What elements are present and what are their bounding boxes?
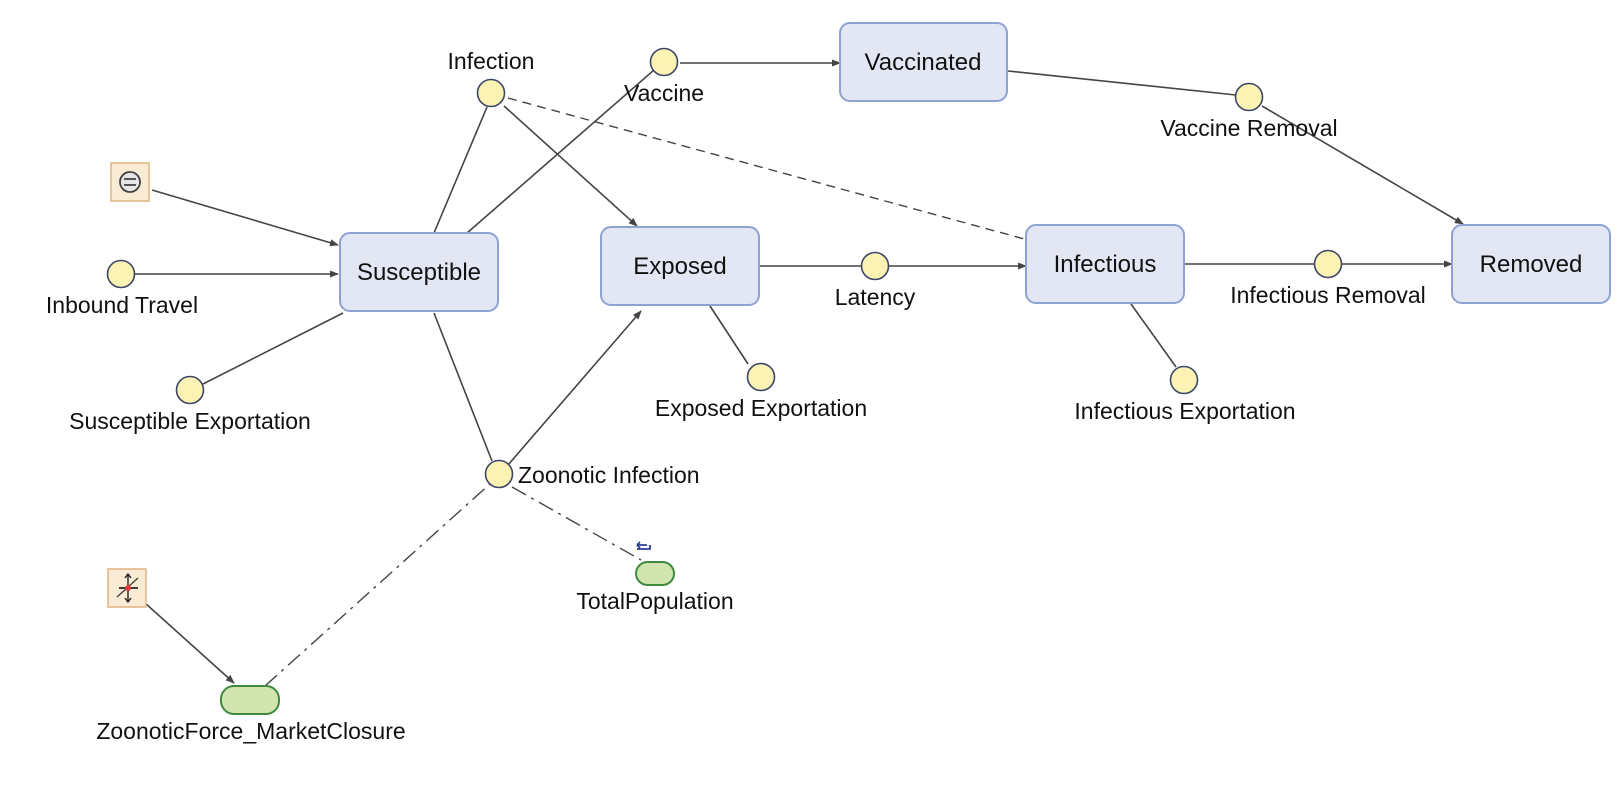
flow-label: Vaccine [624, 80, 704, 106]
stock-removed[interactable]: Removed [1451, 224, 1611, 304]
flow-infectious-removal[interactable]: Infectious Removal [1230, 249, 1426, 309]
flow-susceptible-exportation[interactable]: Susceptible Exportation [69, 375, 311, 435]
stock-exposed[interactable]: Exposed [600, 226, 760, 306]
stock-label: Vaccinated [865, 49, 982, 76]
flow-zoonotic-infection[interactable]: Zoonotic Infection [484, 459, 700, 489]
flow-label: Infection [448, 48, 535, 74]
aux-label: ZoonoticForce_MarketClosure [96, 718, 405, 744]
event-trigger-icon[interactable] [107, 568, 147, 608]
flow-label: Inbound Travel [46, 292, 198, 318]
flow-label: Susceptible Exportation [69, 408, 311, 434]
stock-infectious[interactable]: Infectious [1025, 224, 1185, 304]
equals-parameter-icon[interactable] [110, 162, 150, 202]
flow-label: Exposed Exportation [655, 395, 867, 421]
flow-label: Infectious Removal [1230, 282, 1426, 308]
edge-susceptible-vaccine [466, 69, 655, 234]
edge-vaccine-removal-removed [1261, 105, 1464, 225]
flow-infection[interactable]: Infection [448, 48, 535, 108]
connections [134, 59, 1464, 687]
flow-exposed-exportation[interactable]: Exposed Exportation [655, 362, 867, 422]
flow-vaccine[interactable]: Vaccine [624, 47, 704, 107]
flow-label: Infectious Exportation [1074, 398, 1295, 424]
edge-susceptible-infection [433, 106, 488, 234]
edge-susceptible-exportation [202, 312, 344, 385]
edge-event-to-zoonoticforce [144, 602, 235, 684]
loop-arrow-icon [636, 541, 651, 550]
flow-label: Latency [835, 284, 916, 310]
edge-exposed-exportation [709, 305, 749, 365]
aux-zoonotic-force[interactable]: ZoonoticForce_MarketClosure [96, 685, 406, 744]
edge-infection-infectious-dashed [507, 97, 1029, 241]
stock-susceptible[interactable]: Susceptible [339, 232, 499, 312]
edge-infection-exposed [503, 105, 638, 227]
edge-susceptible-zoonotic [433, 312, 493, 462]
edge-parameter-to-susceptible [151, 189, 339, 247]
stock-label: Exposed [633, 253, 726, 280]
flow-latency[interactable]: Latency [835, 251, 916, 311]
flow-vaccine-removal[interactable]: Vaccine Removal [1160, 82, 1338, 142]
flow-inbound-travel[interactable]: Inbound Travel [46, 259, 198, 319]
stock-label: Removed [1480, 251, 1583, 278]
stock-label: Susceptible [357, 259, 481, 286]
edge-zoonotic-totalpopulation-dashed [511, 486, 642, 561]
stock-label: Infectious [1054, 251, 1157, 278]
flow-label: Zoonotic Infection [518, 462, 700, 488]
edge-zoonotic-exposed [507, 310, 642, 466]
stock-vaccinated[interactable]: Vaccinated [839, 22, 1008, 102]
edge-infectious-exportation [1130, 303, 1177, 368]
edge-zoonoticforce-zoonotic-dashed [264, 482, 492, 687]
aux-label: TotalPopulation [576, 588, 733, 614]
edge-vaccinated-vaccine-removal [1007, 70, 1237, 96]
flow-label: Vaccine Removal [1160, 115, 1337, 141]
aux-total-population[interactable]: TotalPopulation [576, 561, 734, 614]
flow-infectious-exportation[interactable]: Infectious Exportation [1074, 365, 1296, 425]
